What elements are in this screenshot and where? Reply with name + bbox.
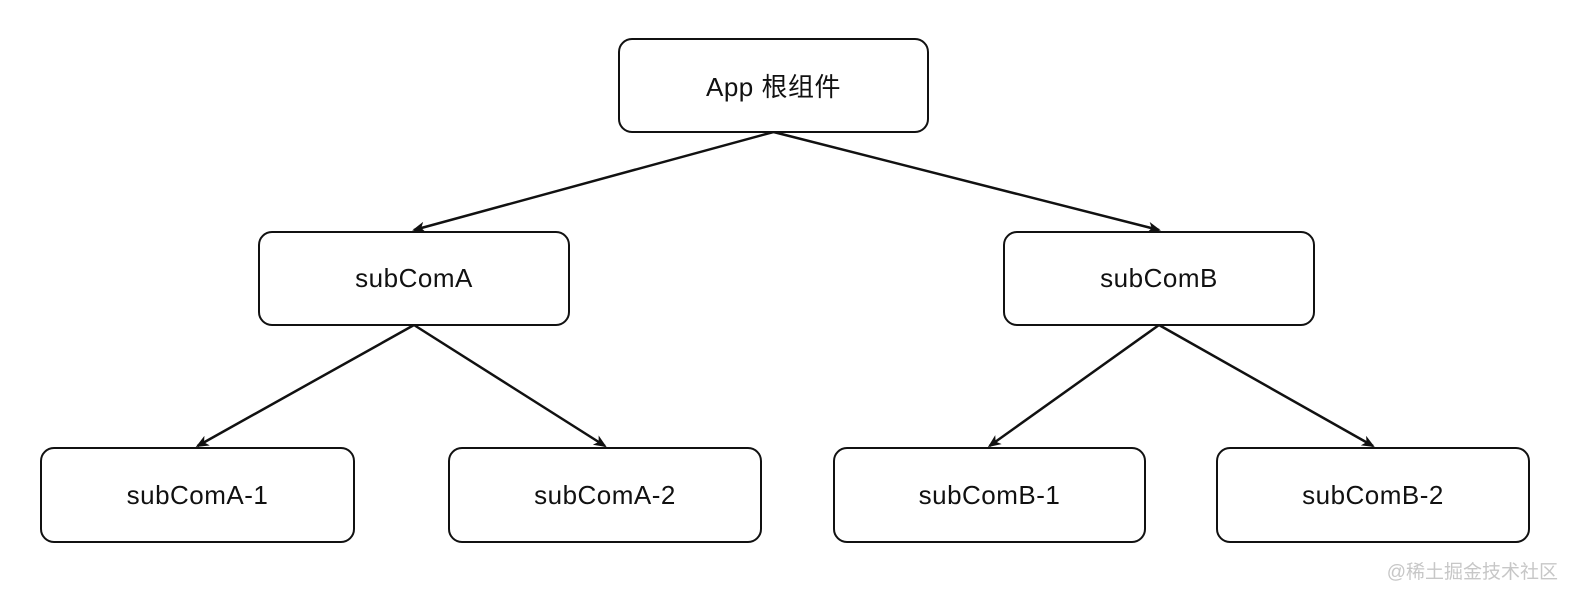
node-app-root: App 根组件 (618, 38, 929, 133)
edge-subComB-to-subComB1 (987, 323, 1160, 448)
node-subcoma-1-label: subComA-1 (126, 479, 269, 510)
node-subcoma-2-label: subComA-2 (534, 479, 676, 510)
node-app-root-label: App 根组件 (706, 72, 841, 102)
node-subcoma: subComA (258, 231, 570, 326)
node-subcomb: subComB (1003, 231, 1315, 326)
node-subcoma-2: subComA-2 (448, 447, 762, 543)
node-subcomb-2: subComB-2 (1216, 447, 1530, 543)
node-subcomb-label: subComB (1100, 263, 1218, 293)
watermark: @稀土掘金技术社区 (1386, 562, 1558, 583)
node-subcomb-2-label: subComB-2 (1302, 479, 1444, 510)
edge-app-to-subComA (412, 130, 774, 233)
node-subcomb-1: subComB-1 (833, 447, 1146, 543)
edge-subComA-to-subComA2 (413, 323, 607, 448)
node-subcomb-1-label: subComB-1 (918, 479, 1061, 510)
edge-subComB-to-subComB2 (1158, 323, 1375, 448)
node-subcoma-1: subComA-1 (40, 447, 355, 543)
edge-app-to-subComB (773, 130, 1161, 233)
edge-subComA-to-subComA1 (195, 323, 415, 448)
node-subcoma-label: subComA (355, 263, 473, 293)
